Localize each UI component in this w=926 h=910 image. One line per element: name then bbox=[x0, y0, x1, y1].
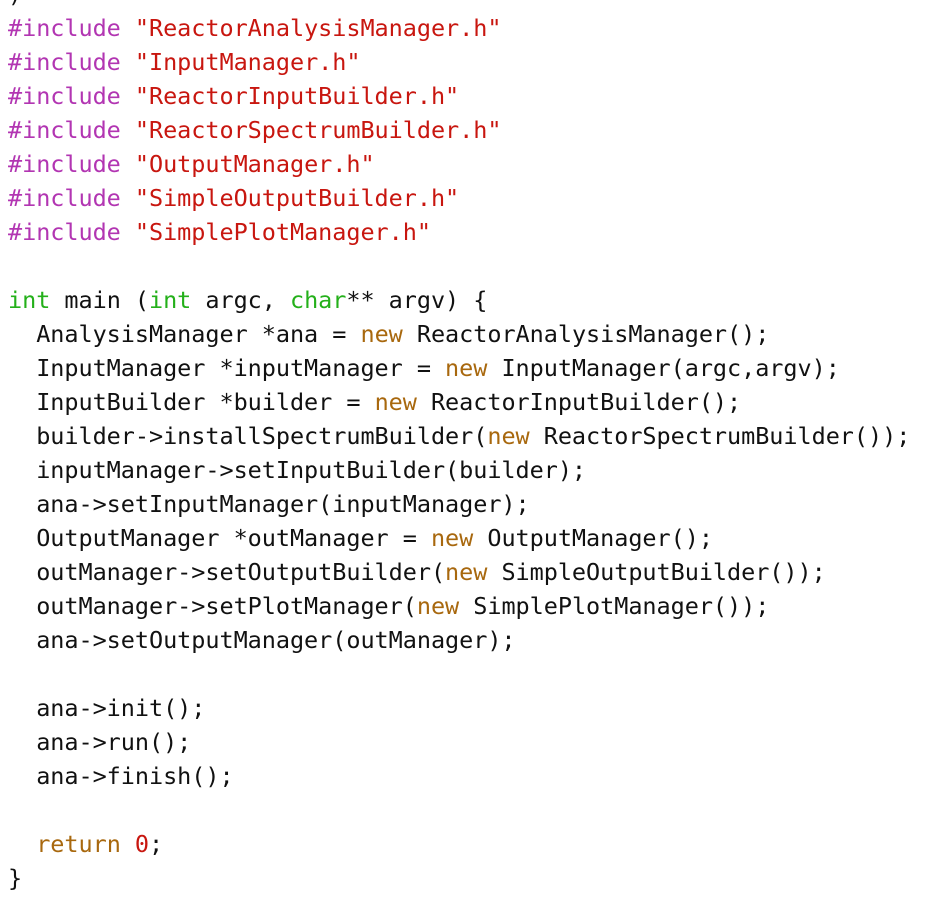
code-token-pp: #include bbox=[8, 48, 135, 76]
code-token-plain: ReactorAnalysisManager(); bbox=[402, 320, 770, 348]
code-token-str: "ReactorSpectrumBuilder.h" bbox=[134, 116, 502, 144]
code-line: #include "SimpleOutputBuilder.h" bbox=[8, 181, 910, 215]
code-line: outManager->setPlotManager(new SimplePlo… bbox=[8, 589, 910, 623]
code-token-kw2: new bbox=[445, 558, 488, 586]
code-line: ana->finish(); bbox=[8, 759, 910, 793]
code-line: InputManager *inputManager = new InputMa… bbox=[8, 351, 910, 385]
code-token-plain: ana->init(); bbox=[8, 694, 206, 722]
code-token-plain: ana->setInputManager(inputManager); bbox=[8, 490, 530, 518]
code-line: #include "ReactorSpectrumBuilder.h" bbox=[8, 113, 910, 147]
code-line: ana->init(); bbox=[8, 691, 910, 725]
code-token-kw2: new bbox=[374, 388, 417, 416]
code-token-plain: argc, bbox=[191, 286, 290, 314]
code-token-kw: int bbox=[8, 286, 51, 314]
code-token-kw2: new bbox=[445, 354, 488, 382]
code-token-plain: ) bbox=[8, 0, 22, 8]
code-line: #include "OutputManager.h" bbox=[8, 147, 910, 181]
code-editor[interactable]: )#include "ReactorAnalysisManager.h"#inc… bbox=[8, 0, 910, 895]
code-token-str: "SimpleOutputBuilder.h" bbox=[134, 184, 460, 212]
code-token-plain: OutputManager(); bbox=[473, 524, 713, 552]
code-token-plain: ReactorInputBuilder(); bbox=[416, 388, 742, 416]
code-line: #include "ReactorInputBuilder.h" bbox=[8, 79, 910, 113]
code-token-plain: ana->finish(); bbox=[8, 762, 234, 790]
code-token-plain: outManager->setPlotManager( bbox=[8, 592, 417, 620]
code-line: ) bbox=[8, 0, 910, 11]
code-token-plain bbox=[8, 830, 36, 858]
code-token-pp: #include bbox=[8, 82, 135, 110]
code-token-plain: ReactorSpectrumBuilder()); bbox=[529, 422, 911, 450]
code-token-str: "ReactorInputBuilder.h" bbox=[134, 82, 460, 110]
code-token-plain: ana->run(); bbox=[8, 728, 192, 756]
code-line: OutputManager *outManager = new OutputMa… bbox=[8, 521, 910, 555]
code-token-plain: OutputManager *outManager = bbox=[8, 524, 431, 552]
code-token-pp: #include bbox=[8, 14, 135, 42]
code-token-plain: ana->setOutputManager(outManager); bbox=[8, 626, 516, 654]
code-token-plain: } bbox=[8, 864, 23, 892]
code-line: ana->setInputManager(inputManager); bbox=[8, 487, 910, 521]
code-line: inputManager->setInputBuilder(builder); bbox=[8, 453, 910, 487]
code-token-str: "OutputManager.h" bbox=[134, 150, 375, 178]
code-line bbox=[8, 793, 910, 827]
code-token-kw: int bbox=[148, 286, 192, 314]
code-token-kw2: return bbox=[36, 830, 121, 858]
code-token-plain: InputBuilder *builder = bbox=[8, 388, 375, 416]
code-token-plain: InputManager *inputManager = bbox=[8, 354, 446, 382]
code-line: AnalysisManager *ana = new ReactorAnalys… bbox=[8, 317, 910, 351]
code-line: ana->run(); bbox=[8, 725, 910, 759]
code-token-plain: main ( bbox=[50, 286, 149, 314]
code-token-plain: ; bbox=[149, 830, 164, 858]
code-token-num: 0 bbox=[134, 830, 150, 858]
code-line bbox=[8, 249, 910, 283]
code-token-pp: #include bbox=[8, 184, 135, 212]
code-line: #include "SimplePlotManager.h" bbox=[8, 215, 910, 249]
code-line: #include "InputManager.h" bbox=[8, 45, 910, 79]
code-token-kw2: new bbox=[416, 592, 460, 620]
code-token-str: "ReactorAnalysisManager.h" bbox=[134, 14, 502, 42]
code-line: int main (int argc, char** argv) { bbox=[8, 283, 910, 317]
code-token-pp: #include bbox=[8, 150, 135, 178]
code-token-plain: outManager->setOutputBuilder( bbox=[8, 558, 446, 586]
code-line: return 0; bbox=[8, 827, 910, 861]
code-token-plain: SimplePlotManager()); bbox=[459, 592, 770, 620]
code-line: outManager->setOutputBuilder(new SimpleO… bbox=[8, 555, 910, 589]
code-token-plain: builder->installSpectrumBuilder( bbox=[8, 422, 488, 450]
code-line: InputBuilder *builder = new ReactorInput… bbox=[8, 385, 910, 419]
code-line: #include "ReactorAnalysisManager.h" bbox=[8, 11, 910, 45]
code-line: builder->installSpectrumBuilder(new Reac… bbox=[8, 419, 910, 453]
code-line bbox=[8, 657, 910, 691]
code-line: } bbox=[8, 861, 910, 895]
code-token-str: "SimplePlotManager.h" bbox=[134, 218, 431, 246]
code-token-plain bbox=[121, 830, 135, 858]
code-token-kw2: new bbox=[430, 524, 474, 552]
code-token-str: "InputManager.h" bbox=[134, 48, 361, 76]
code-token-kw2: new bbox=[487, 422, 530, 450]
code-token-pp: #include bbox=[8, 116, 135, 144]
code-line: ana->setOutputManager(outManager); bbox=[8, 623, 910, 657]
code-token-plain: AnalysisManager *ana = bbox=[8, 320, 361, 348]
code-token-plain: inputManager->setInputBuilder(builder); bbox=[8, 456, 587, 484]
code-token-plain: SimpleOutputBuilder()); bbox=[487, 558, 826, 586]
code-token-plain: ** argv) { bbox=[346, 286, 488, 314]
code-token-kw: char bbox=[289, 286, 347, 314]
code-token-kw2: new bbox=[360, 320, 403, 348]
code-token-plain: InputManager(argc,argv); bbox=[487, 354, 840, 382]
code-token-pp: #include bbox=[8, 218, 135, 246]
